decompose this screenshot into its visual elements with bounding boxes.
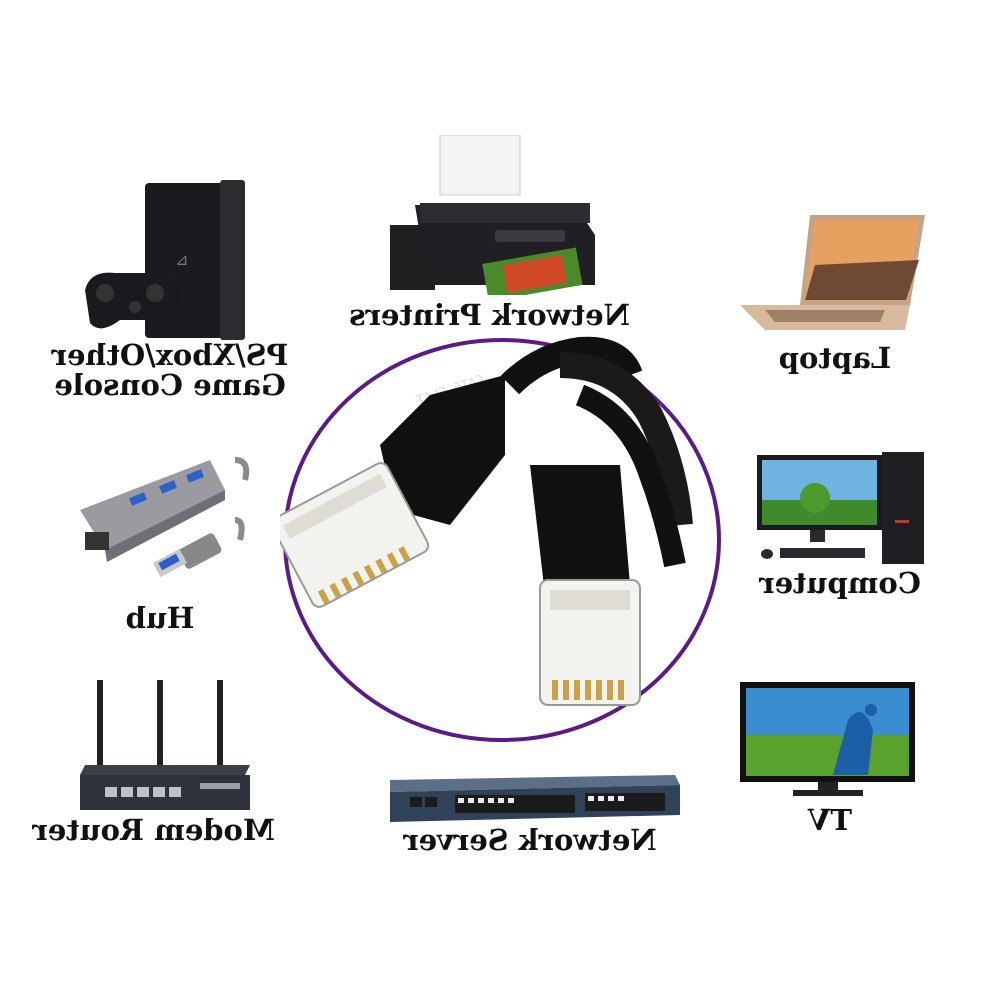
desktop-computer-icon bbox=[757, 452, 924, 564]
game-console-icon: ⊿ bbox=[85, 180, 245, 340]
server-label: Network Server bbox=[403, 823, 657, 857]
console-label: PS/Xbox/Other Game Console bbox=[50, 338, 290, 403]
console-label-line2: Game Console bbox=[54, 368, 286, 403]
console-label-line1: PS/Xbox/Other bbox=[51, 338, 289, 372]
tv-label: TV bbox=[807, 803, 853, 837]
svg-text:⊿: ⊿ bbox=[175, 250, 188, 269]
laptop-icon bbox=[740, 215, 925, 330]
tv-icon bbox=[740, 682, 915, 796]
usb-hub-icon bbox=[80, 457, 250, 578]
computer-label: Computer bbox=[759, 566, 921, 600]
printer-icon bbox=[390, 135, 595, 295]
hub-label: Hub bbox=[125, 601, 195, 635]
router-icon bbox=[80, 680, 250, 810]
ethernet-cable-icon: CAT6 FLAT bbox=[280, 336, 721, 742]
router-label: Modem Router bbox=[32, 813, 275, 847]
laptop-label: Laptop bbox=[778, 341, 892, 375]
printers-label: Network Printers bbox=[349, 298, 630, 332]
network-switch-icon bbox=[390, 775, 680, 822]
